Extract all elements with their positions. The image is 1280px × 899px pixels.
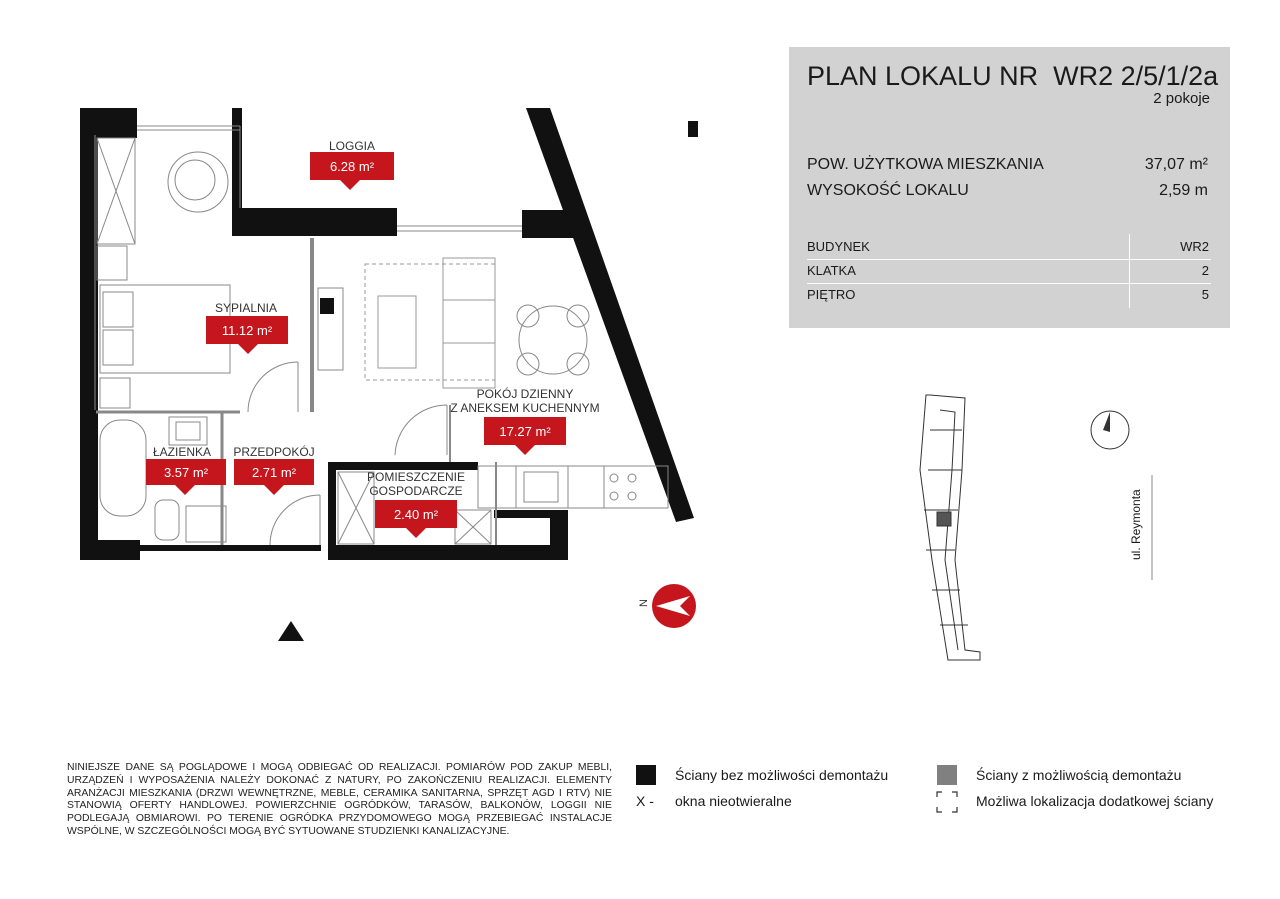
area-badge-bedroom (206, 316, 288, 354)
legend-non-opening: okna nieotwieralne (675, 793, 792, 809)
area-value-loggia: 6.28 m² (330, 159, 375, 174)
kitchen-counter (477, 465, 669, 509)
table-row: KLATKA 2 (807, 259, 1211, 284)
fixed-walls (80, 108, 698, 560)
living-furniture (364, 257, 496, 389)
legend-possible-wall: Możliwa lokalizacja dodatkowej ściany (976, 793, 1214, 809)
rooms-count: 2 pokoje (1153, 90, 1210, 107)
utility-fixtures (337, 471, 492, 545)
room-label-bedroom: SYPIALNIA (215, 301, 277, 315)
room-label-living-1: POKÓJ DZIENNY (477, 386, 574, 401)
table-row: PIĘTRO 5 (807, 283, 1211, 307)
area-value-utility: 2.40 m² (394, 507, 439, 522)
floor-value: 5 (1201, 287, 1209, 302)
room-label-utility-2: GOSPODARCZE (369, 484, 462, 498)
table-row: BUDYNEK WR2 (807, 235, 1211, 260)
unit-title: PLAN LOKALU NR WR2 2/5/1/2a (807, 61, 1218, 92)
area-value-bathroom: 3.57 m² (164, 465, 209, 480)
unit-info-panel: PLAN LOKALU NR WR2 2/5/1/2a 2 pokoje POW… (789, 47, 1230, 328)
legend-fixed-walls: Ściany bez możliwości demontażu (675, 767, 889, 783)
floor-label: PIĘTRO (807, 287, 856, 302)
room-label-utility-1: POMIESZCZENIE (367, 470, 465, 484)
staircase-value: 2 (1201, 263, 1209, 278)
area-badge-utility (375, 500, 457, 538)
building-label: BUDYNEK (807, 239, 870, 254)
legend-non-opening-marker: X - (636, 793, 654, 809)
bed (99, 284, 231, 409)
living-door (394, 404, 448, 456)
unit-number: WR2 2/5/1/2a (1053, 61, 1219, 91)
wardrobe (96, 137, 136, 281)
street-label: ul. Reymonta (1129, 489, 1143, 560)
room-label-loggia: LOGGIA (329, 139, 375, 153)
area-value-bedroom: 11.12 m² (222, 323, 273, 338)
compass-letter: N (638, 599, 650, 607)
tv-unit (317, 287, 344, 371)
room-label-living-2: Z ANEKSEM KUCHENNYM (450, 401, 599, 415)
disclaimer-text: NINIEJSZE DANE SĄ POGLĄDOWE I MOGĄ ODBIE… (67, 762, 612, 837)
loggia-window (137, 125, 522, 232)
usable-area-label: POW. UŻYTKOWA MIESZKANIA (807, 156, 1044, 173)
dining-table (516, 304, 590, 376)
possible-wall-icon (936, 791, 958, 813)
compass-icon: N (638, 584, 696, 628)
room-label-bathroom: ŁAZIENKA (153, 445, 211, 459)
usable-area-value: 37,07 m² (1144, 156, 1208, 173)
staircase-label: KLATKA (807, 263, 856, 278)
height-label: WYSOKOŚĆ LOKALU (807, 182, 969, 199)
area-value-hallway: 2.71 m² (252, 465, 297, 480)
bedroom-door (247, 361, 299, 413)
area-badge-bathroom (146, 459, 226, 495)
unit-title-prefix: PLAN LOKALU NR (807, 61, 1039, 91)
loggia-chair (167, 151, 229, 213)
removable-wall-swatch (937, 765, 957, 785)
site-compass-icon (1090, 410, 1130, 450)
legend-removable-walls: Ściany z możliwością demontażu (976, 767, 1182, 783)
height-value: 2,59 m (1159, 182, 1208, 199)
area-badge-living (484, 417, 566, 455)
entrance-arrow-icon (278, 621, 304, 641)
area-badge-hallway (234, 459, 314, 495)
room-label-hallway: PRZEDPOKÓJ (233, 444, 314, 459)
area-value-living: 17.27 m² (499, 424, 551, 439)
area-badge-loggia (310, 152, 394, 190)
building-value: WR2 (1180, 239, 1209, 254)
hallway-door (269, 494, 321, 546)
table-divider (1129, 234, 1130, 308)
fixed-wall-swatch (636, 765, 656, 785)
site-plan (919, 394, 981, 661)
